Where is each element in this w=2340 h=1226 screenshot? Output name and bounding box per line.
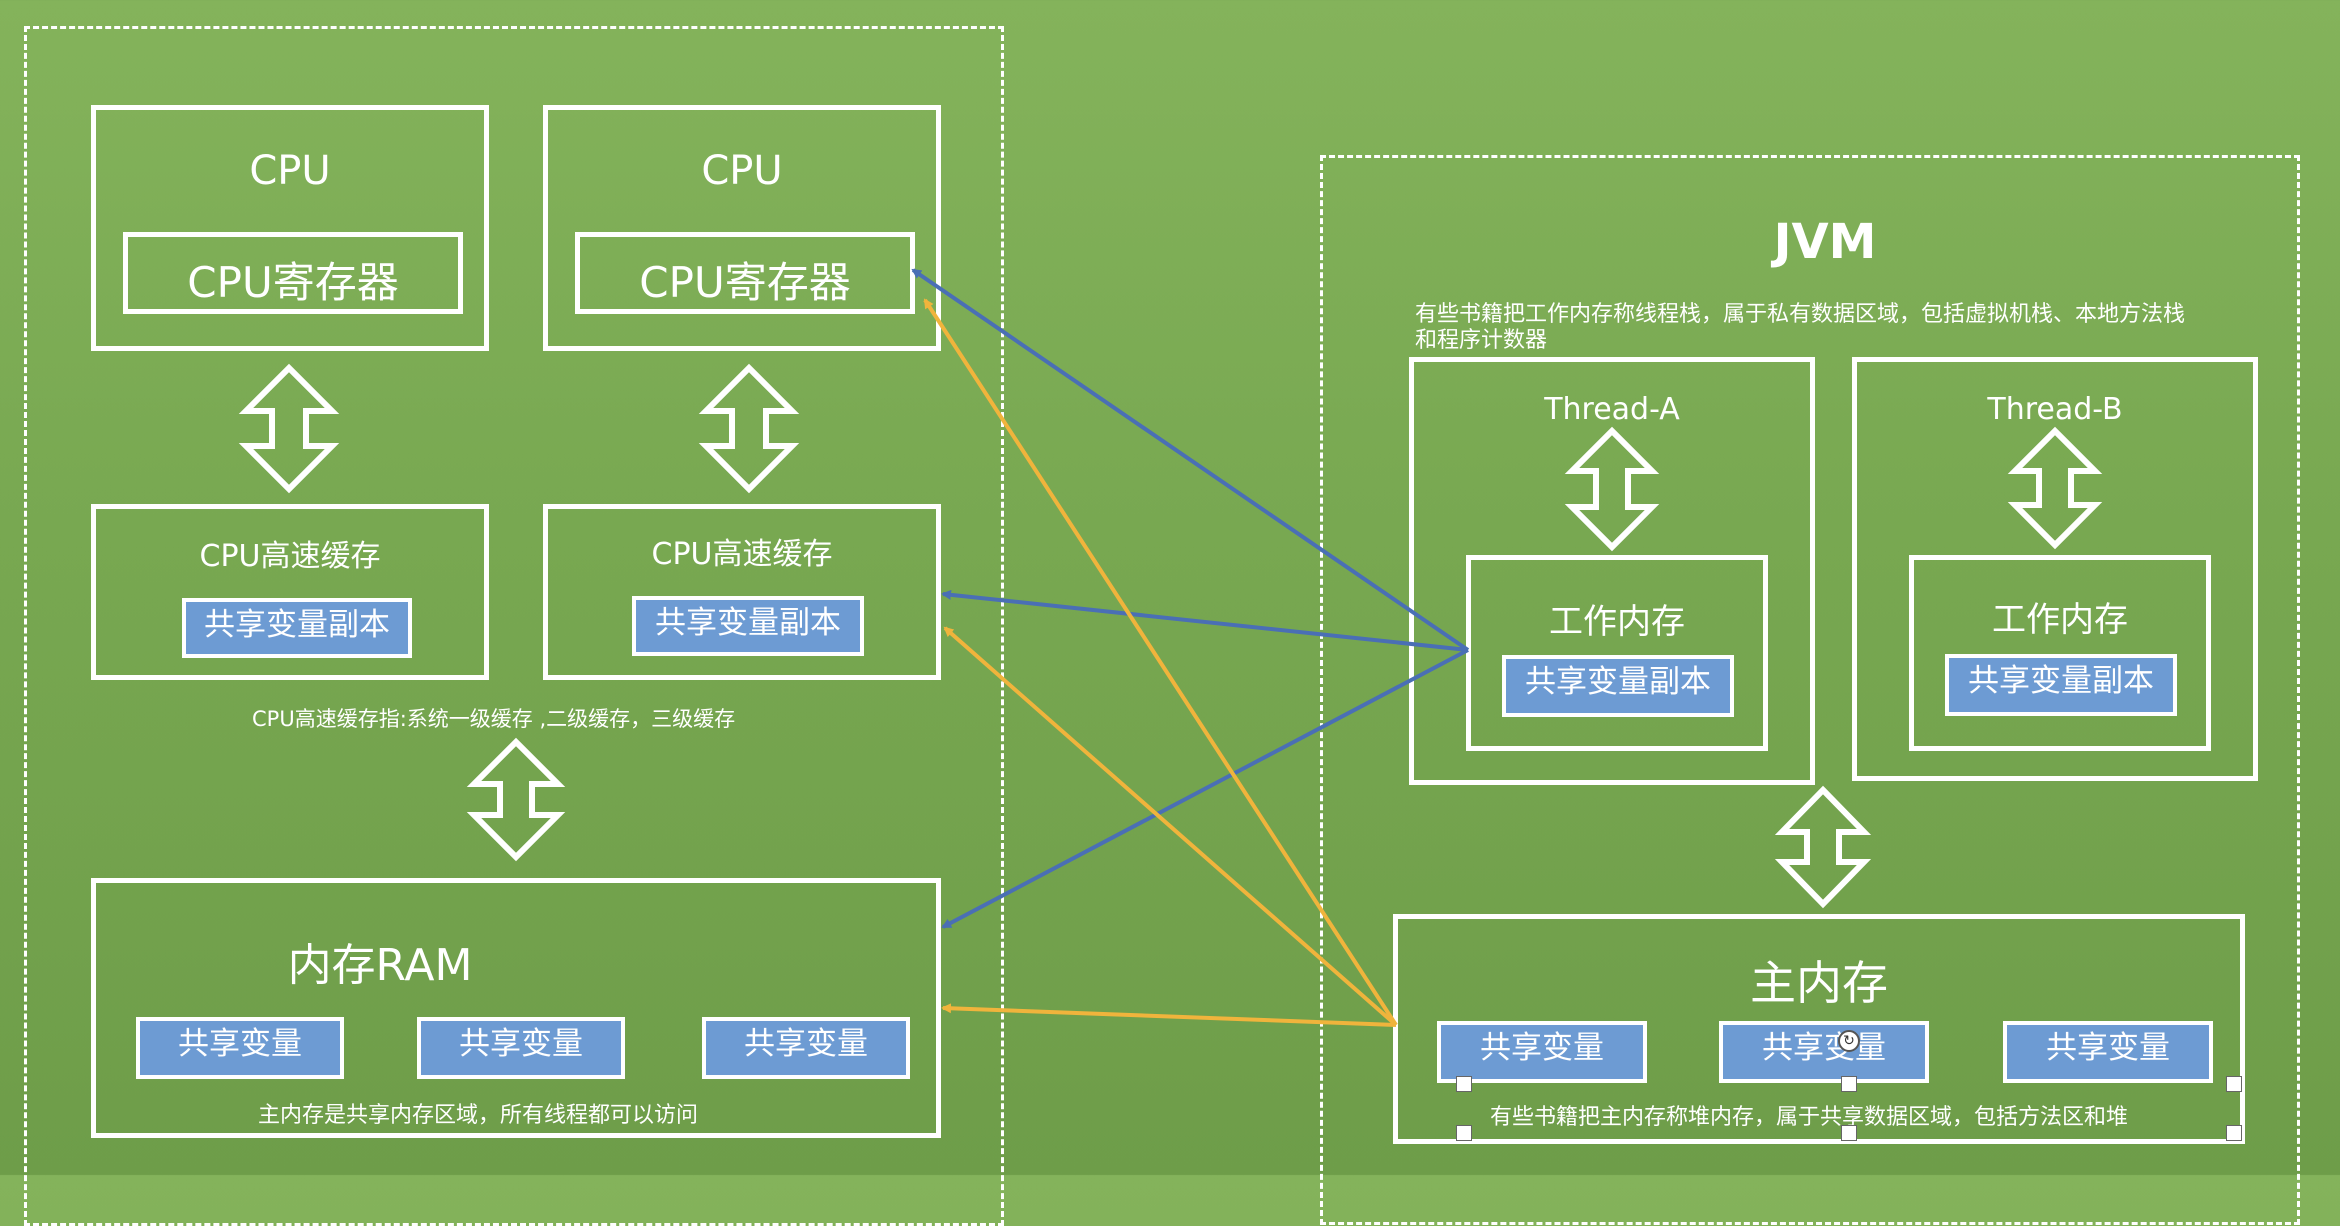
cache-note: CPU高速缓存指:系统一级缓存 ,二级缓存，三级缓存 bbox=[252, 707, 736, 731]
double-arrow-icon bbox=[466, 737, 566, 862]
ram-note: 主内存是共享内存区域，所有线程都可以访问 bbox=[258, 1103, 699, 1128]
double-arrow-icon bbox=[238, 363, 340, 494]
double-arrow-icon bbox=[2007, 426, 2103, 550]
cpu-register-1: CPU寄存器 bbox=[123, 232, 463, 314]
orange-arrow-to-ram bbox=[941, 1003, 1397, 1027]
cpu-title-2: CPU bbox=[701, 148, 783, 194]
main-memory-box: 主内存 共享变量 共享变量 共享变量 有些书籍把主内存称堆内存，属于共享数据区域… bbox=[1393, 914, 2245, 1144]
jvm-note-line1: 有些书籍把工作内存称线程栈，属于私有数据区域，包括虚拟机栈、本地方法栈 bbox=[1415, 302, 2186, 327]
thread-a-work-label: 工作内存 bbox=[1549, 602, 1685, 642]
ram-shared-var-2: 共享变量 bbox=[417, 1017, 625, 1079]
cpu-title-1: CPU bbox=[249, 148, 331, 194]
thread-a-work-memory: 工作内存 共享变量副本 bbox=[1466, 555, 1768, 751]
ram-shared-var-1: 共享变量 bbox=[136, 1017, 344, 1079]
selection-handle[interactable] bbox=[1456, 1125, 1472, 1141]
cpu-cache-box-1: CPU高速缓存 共享变量副本 bbox=[91, 504, 489, 680]
blue-arrow-to-ram bbox=[941, 648, 1469, 929]
shared-var-copy-cache-2: 共享变量副本 bbox=[632, 596, 864, 656]
main-shared-var-2: 共享变量 bbox=[1719, 1021, 1929, 1083]
main-memory-note: 有些书籍把主内存称堆内存，属于共享数据区域，包括方法区和堆 bbox=[1490, 1105, 2129, 1130]
jvm-note-line2: 和程序计数器 bbox=[1415, 328, 1548, 353]
orange-arrow-to-register bbox=[923, 298, 1398, 1027]
double-arrow-icon bbox=[698, 363, 800, 494]
selection-handle[interactable] bbox=[2226, 1076, 2242, 1092]
shared-var-copy-cache-1: 共享变量副本 bbox=[182, 598, 412, 658]
cpu-cache-box-2: CPU高速缓存 共享变量副本 bbox=[543, 504, 941, 680]
cpu-cache-title-2: CPU高速缓存 bbox=[651, 537, 833, 572]
thread-a-shared-var-copy: 共享变量副本 bbox=[1502, 655, 1734, 717]
main-shared-var-3: 共享变量 bbox=[2003, 1021, 2213, 1083]
blue-arrow-to-cache bbox=[941, 589, 1469, 652]
cpu-box-2: CPU CPU寄存器 bbox=[543, 105, 941, 351]
jvm-title: JVM bbox=[1773, 214, 1877, 270]
selection-handle[interactable] bbox=[1841, 1076, 1857, 1092]
selection-handle[interactable] bbox=[1841, 1125, 1857, 1141]
main-shared-var-1: 共享变量 bbox=[1437, 1021, 1647, 1083]
diagram-arrows bbox=[238, 268, 2103, 1027]
thread-b-title: Thread-B bbox=[1987, 392, 2123, 427]
thread-b-shared-var-copy: 共享变量副本 bbox=[1945, 654, 2177, 716]
selection-handle[interactable] bbox=[1456, 1076, 1472, 1092]
ram-title: 内存RAM bbox=[287, 940, 473, 991]
selection-handle[interactable] bbox=[2226, 1125, 2242, 1141]
orange-arrow-to-cache bbox=[943, 626, 1398, 1027]
thread-a-title: Thread-A bbox=[1544, 392, 1680, 427]
thread-b-work-label: 工作内存 bbox=[1992, 600, 2128, 640]
ram-box: 内存RAM 共享变量 共享变量 共享变量 主内存是共享内存区域，所有线程都可以访… bbox=[91, 878, 941, 1138]
rotate-handle-icon[interactable]: ↻ bbox=[1838, 1030, 1860, 1052]
double-arrow-icon bbox=[1774, 785, 1872, 909]
thread-a-box: Thread-A 工作内存 共享变量副本 bbox=[1409, 357, 1815, 785]
cpu-cache-title-1: CPU高速缓存 bbox=[199, 539, 381, 574]
thread-b-box: Thread-B 工作内存 共享变量副本 bbox=[1852, 357, 2258, 781]
blue-arrow-to-register bbox=[911, 268, 1470, 652]
main-memory-title: 主内存 bbox=[1750, 956, 1888, 1010]
cpu-box-1: CPU CPU寄存器 bbox=[91, 105, 489, 351]
cpu-register-label-2: CPU寄存器 bbox=[639, 258, 851, 307]
cpu-register-label-1: CPU寄存器 bbox=[187, 258, 399, 307]
thread-b-work-memory: 工作内存 共享变量副本 bbox=[1909, 555, 2211, 751]
double-arrow-icon bbox=[1564, 426, 1660, 552]
ram-shared-var-3: 共享变量 bbox=[702, 1017, 910, 1079]
